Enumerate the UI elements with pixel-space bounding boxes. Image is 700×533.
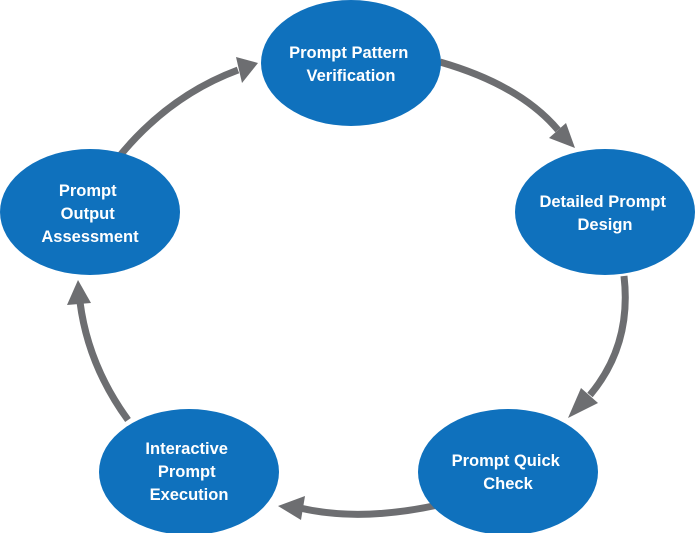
node-label: Interactive Prompt Execution (145, 440, 232, 504)
node-label: Prompt Output Assessment (41, 182, 139, 246)
node-ellipse (261, 0, 441, 126)
arrow-design-to-quick-check (587, 275, 629, 398)
arrow-verification-to-design (439, 58, 561, 133)
node-label: Prompt Quick Check (452, 452, 565, 493)
cycle-arrows (67, 57, 629, 520)
node-interactive-prompt-execution: Interactive Prompt Execution (99, 409, 279, 533)
arrow-quick-check-to-execution (299, 501, 439, 518)
node-label: Prompt Pattern Verification (289, 44, 413, 85)
node-prompt-quick-check: Prompt Quick Check (418, 409, 598, 533)
node-prompt-pattern-verification: Prompt Pattern Verification (261, 0, 441, 126)
arrow-execution-to-assessment (76, 301, 131, 423)
arrow-head-execution (278, 496, 305, 520)
arrow-head-assessment (67, 280, 91, 305)
node-ellipse (418, 409, 598, 533)
node-detailed-prompt-design: Detailed Prompt Design (515, 149, 695, 275)
node-ellipse (99, 409, 279, 533)
node-label: Detailed Prompt Design (539, 193, 670, 234)
arrow-head-quick-check (568, 388, 598, 418)
node-prompt-output-assessment: Prompt Output Assessment (0, 149, 180, 275)
arrow-head-verification (236, 57, 258, 83)
arrow-assessment-to-verification (115, 66, 240, 161)
node-ellipse (515, 149, 695, 275)
arrow-head-design (549, 123, 575, 148)
node-ellipse (0, 149, 180, 275)
